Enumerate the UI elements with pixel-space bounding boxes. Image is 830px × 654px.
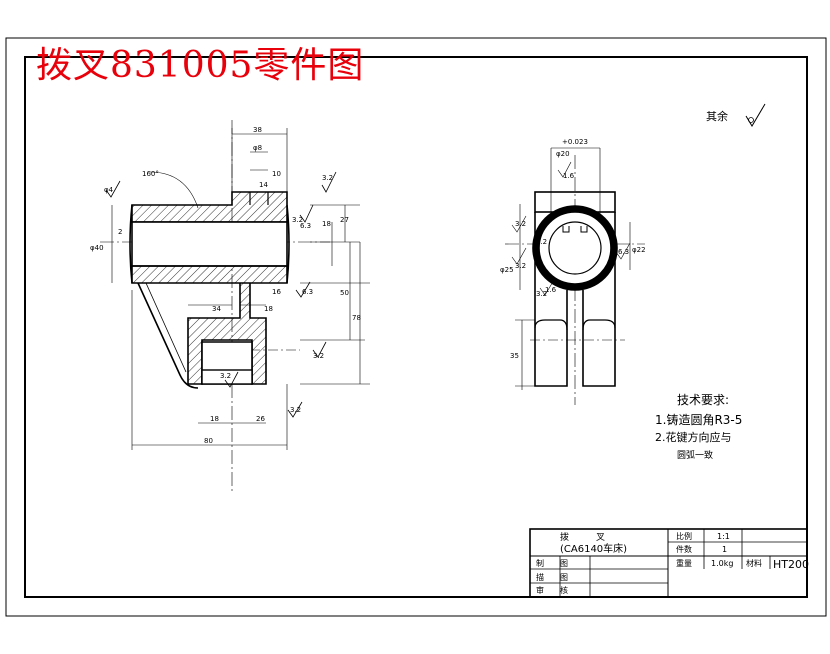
dim-18-c: 18 <box>210 415 219 423</box>
outer-border <box>5 37 827 617</box>
dim-14: 14 <box>259 181 268 189</box>
side-dim-1-6-b: 1.6 <box>545 286 557 294</box>
dim-3-2-b: 3.2 <box>292 216 303 224</box>
weight-value: 1.0kg <box>711 559 733 568</box>
dim-6-3-a: 6.3 <box>300 222 311 230</box>
side-dim-tol: +0.023 <box>562 138 588 146</box>
dim-27: 27 <box>340 216 349 224</box>
dim-160: 160° <box>142 170 159 178</box>
material-value: HT200 <box>773 558 809 571</box>
dim-26: 26 <box>256 415 265 423</box>
side-dim-phi22: φ22 <box>632 246 646 254</box>
roughness-symbol-icon <box>745 103 766 127</box>
roughness-note-label: 其余 <box>706 109 728 123</box>
qty-label: 件数 <box>676 544 692 554</box>
front-roughness-marks <box>105 171 337 418</box>
side-dim-3-2-d: 3.2 <box>536 290 547 298</box>
dim-10: 10 <box>272 170 281 178</box>
material-label: 材料 <box>746 558 762 568</box>
tech-req-item-1: 1.铸造圆角R3-5 <box>655 412 742 427</box>
dim-38: 38 <box>253 126 262 134</box>
tech-req-item-3: 圆弧一致 <box>677 449 713 461</box>
qty-value: 1 <box>722 545 727 554</box>
front-dimension-labels: 38 φ8 10 14 160° φ4 3.2 φ40 6.3 27 18 3.… <box>90 126 361 445</box>
dim-6-3-b: 6.3 <box>302 288 313 296</box>
side-dim-35: 35 <box>510 352 519 360</box>
tech-req-item-2: 2.花键方向应与 <box>655 430 732 444</box>
side-dimension-lines <box>511 147 631 390</box>
side-dim-1-6-a: 1.6 <box>563 172 575 180</box>
side-dim-phi25: φ25 <box>500 266 514 274</box>
dim-80: 80 <box>204 437 213 445</box>
dim-50: 50 <box>340 289 349 297</box>
dim-18-a: 18 <box>322 220 331 228</box>
part-name: 拨 叉 <box>560 531 605 543</box>
front-dimension-lines <box>111 128 370 450</box>
dim-34: 34 <box>212 305 221 313</box>
general-roughness-note: 其余 <box>706 103 766 127</box>
dim-phi40: φ40 <box>90 244 104 252</box>
dim-phi8: φ8 <box>253 144 262 152</box>
side-dim-3-2-a: 3.2 <box>515 220 526 228</box>
dim-3-2-d: 3.2 <box>220 372 231 380</box>
tech-req-heading: 技术要求: <box>677 393 729 407</box>
dim-phi4: φ4 <box>104 186 114 194</box>
ratio-label: 比例 <box>676 531 692 541</box>
weight-label: 重量 <box>676 558 692 568</box>
tech-requirements: 技术要求: 1.铸造圆角R3-5 2.花键方向应与 圆弧一致 <box>655 393 742 461</box>
drawn-label: 制 图 <box>536 558 568 568</box>
side-dim-phi20: φ20 <box>556 150 570 158</box>
title-block-text: 拨 叉 (CA6140车床) 比例 1:1 件数 1 重量 1.0kg 材料 H… <box>536 531 809 595</box>
dim-3-2-a: 3.2 <box>322 174 333 182</box>
title-block <box>529 528 808 598</box>
dim-2: 2 <box>118 228 122 236</box>
side-dim-3-2-c: 3.2 <box>536 238 547 246</box>
dim-78: 78 <box>352 314 361 322</box>
draft-label: 描 图 <box>536 572 568 582</box>
machine-name: (CA6140车床) <box>560 542 627 555</box>
side-dim-3-2-b: 3.2 <box>515 262 526 270</box>
page-title: 拨叉831005零件图 <box>36 45 365 86</box>
front-section-view <box>100 120 330 492</box>
dim-18-b: 18 <box>264 305 273 313</box>
dim-3-2-c: 3.2 <box>313 352 324 360</box>
dim-16: 16 <box>272 288 281 296</box>
inner-frame <box>24 56 808 598</box>
side-view <box>505 155 645 405</box>
ratio-value: 1:1 <box>717 532 730 541</box>
check-label: 审 核 <box>536 585 568 595</box>
side-dim-6-3: 6.3 <box>618 248 629 256</box>
dim-3-2-e: 3.2 <box>290 406 301 414</box>
side-dimension-labels: +0.023 φ20 3.2 1.6 3.2 φ25 6.3 φ22 3.2 3… <box>500 138 646 360</box>
